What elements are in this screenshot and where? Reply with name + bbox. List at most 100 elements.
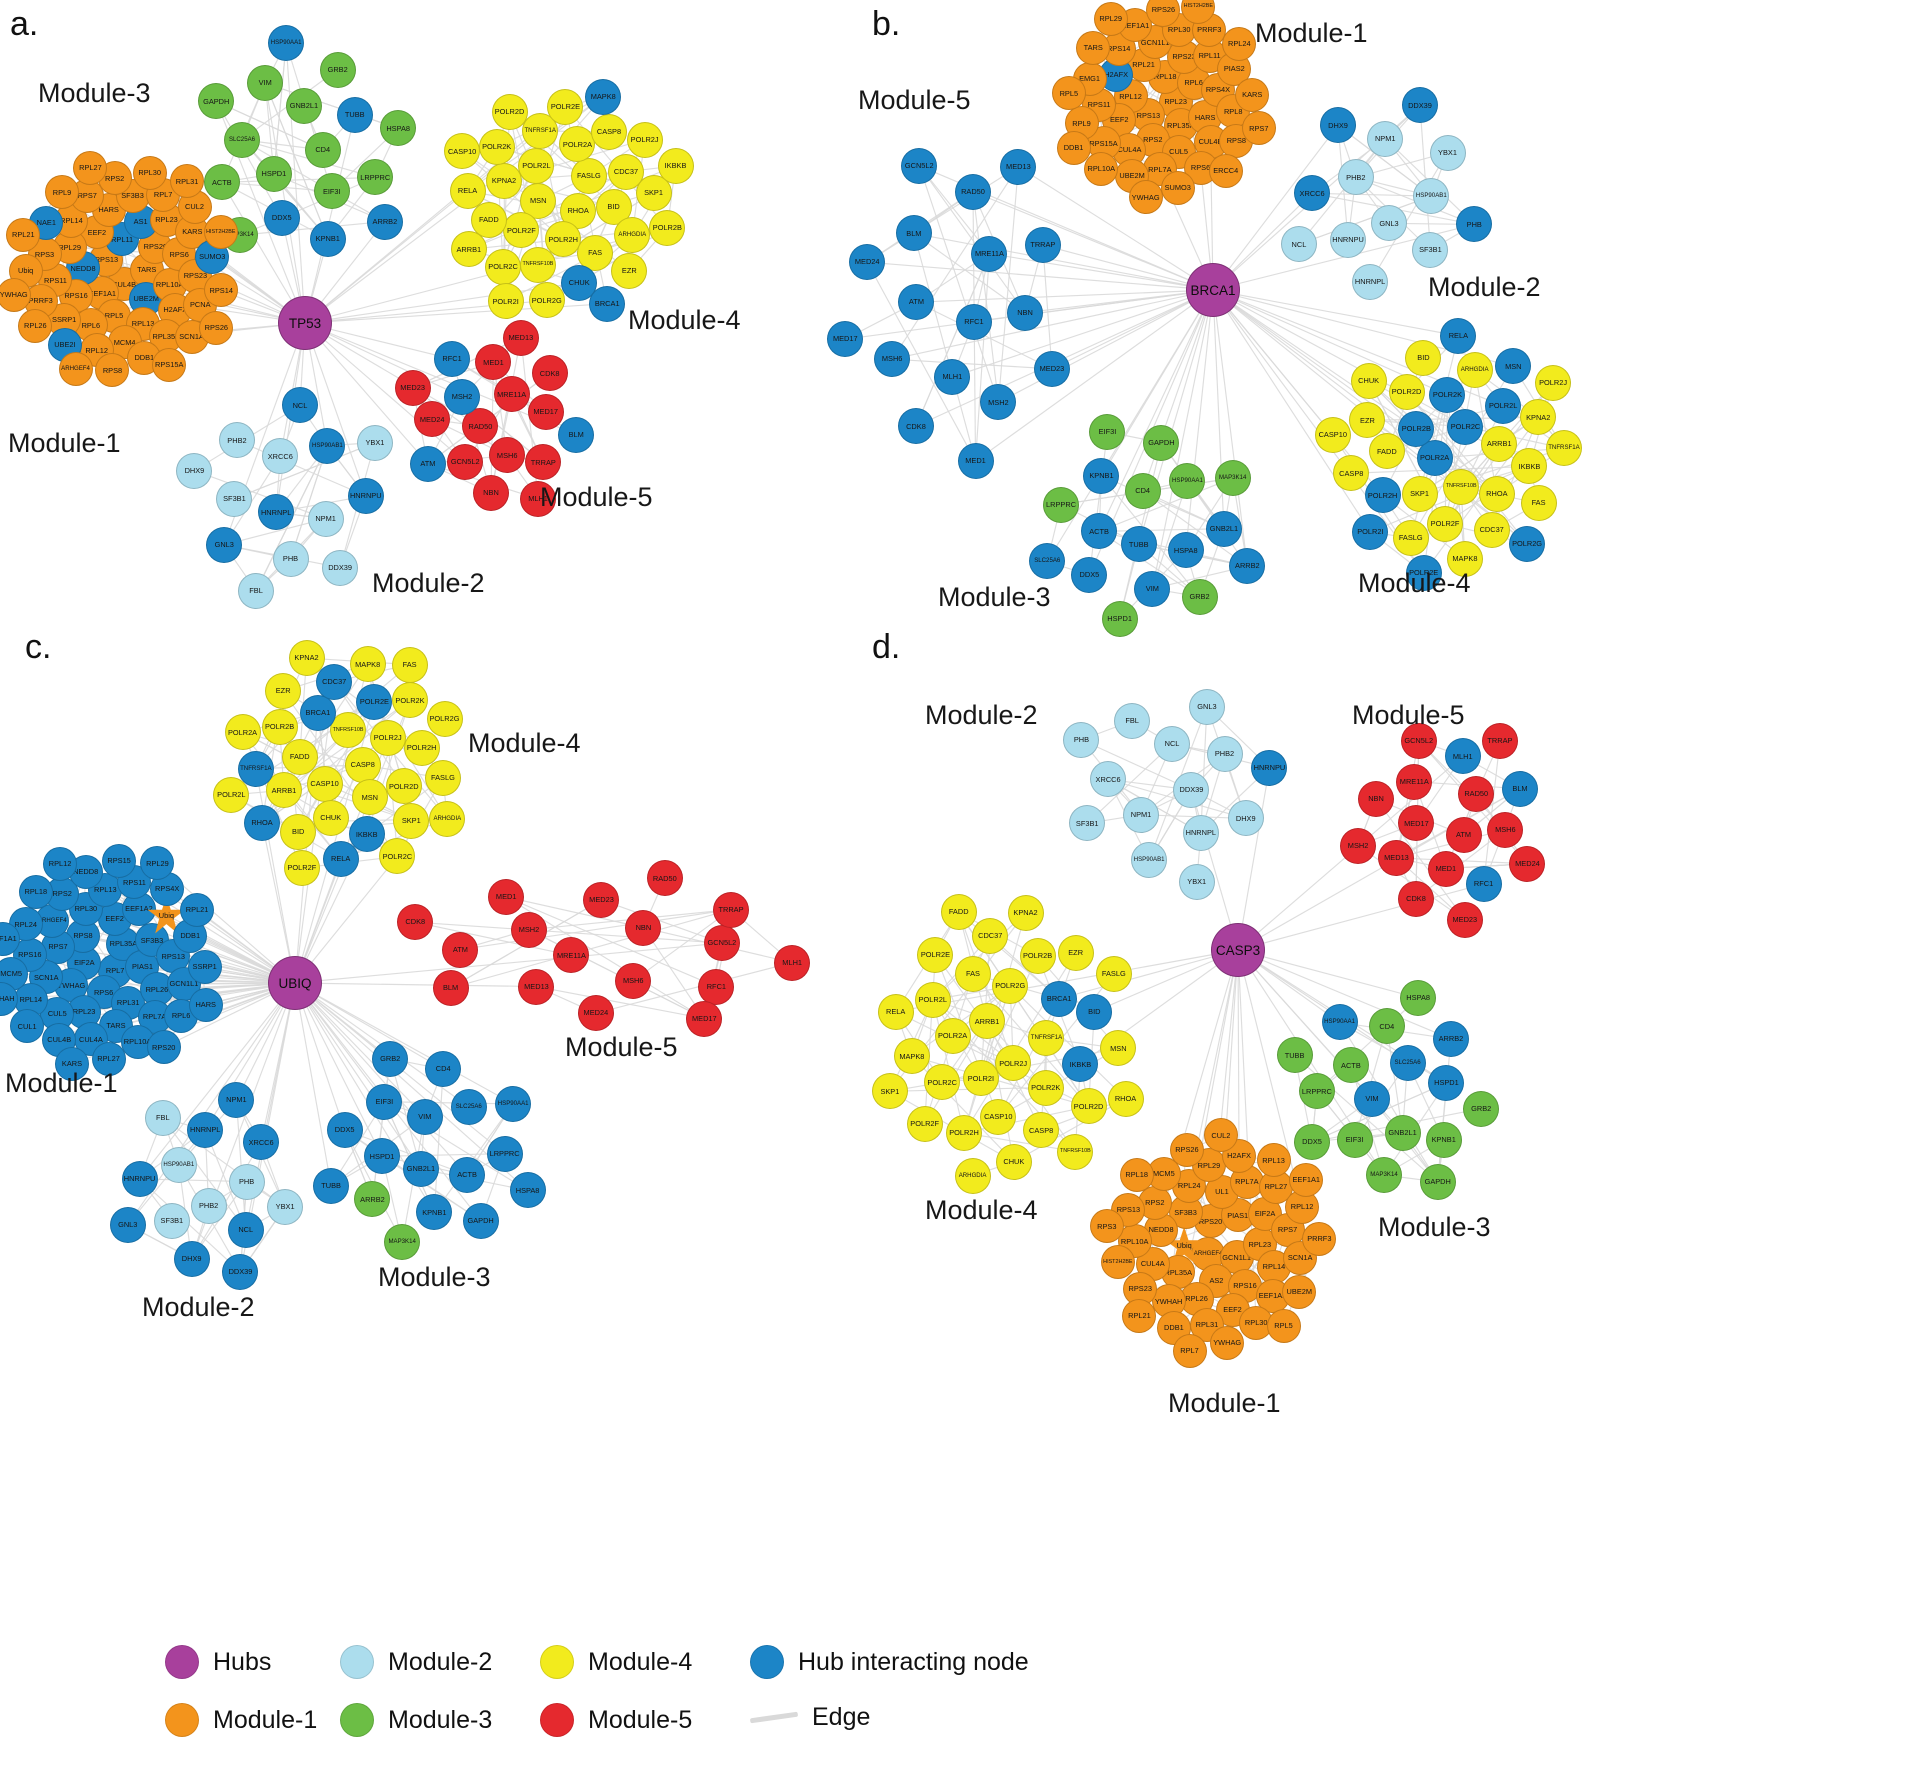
gene-node[interactable]: MED13 [518, 968, 555, 1005]
gene-node[interactable]: MRE11A [493, 376, 530, 413]
gene-node[interactable]: CDC37 [1473, 512, 1510, 549]
gene-node[interactable]: DHX9 [1320, 107, 1357, 144]
gene-node[interactable]: MED13 [502, 319, 539, 356]
gene-node[interactable]: SLC25A6 [1389, 1044, 1426, 1081]
gene-node[interactable]: HSPA8 [1167, 532, 1204, 569]
gene-node[interactable]: POLR2K [392, 682, 429, 719]
gene-node[interactable]: DHX9 [173, 1240, 210, 1277]
gene-node[interactable]: FAS [577, 234, 614, 271]
gene-node[interactable]: MED13 [1378, 839, 1415, 876]
gene-node[interactable]: SLC25A6 [1029, 543, 1066, 580]
gene-node[interactable]: MAP3K14 [1214, 460, 1251, 497]
gene-node[interactable]: EIF3I [1089, 413, 1126, 450]
gene-node[interactable]: GRB2 [1181, 578, 1218, 615]
gene-node[interactable]: RHOA [1107, 1080, 1144, 1117]
gene-node[interactable]: CASP8 [1023, 1112, 1060, 1149]
gene-node[interactable]: RPL27 [73, 151, 108, 186]
gene-node[interactable]: POLR2C [379, 838, 416, 875]
gene-node[interactable]: MAPK8 [349, 646, 386, 683]
gene-node[interactable]: DDX5 [1071, 557, 1108, 594]
gene-node[interactable]: RELA [877, 993, 914, 1030]
gene-node[interactable]: NPM1 [1123, 796, 1160, 833]
gene-node[interactable]: ARRB1 [450, 231, 487, 268]
gene-node[interactable]: POLR2J [626, 121, 663, 158]
gene-node[interactable]: EIF3I [366, 1083, 403, 1120]
gene-node[interactable]: POLR2F [906, 1105, 943, 1142]
gene-node[interactable]: ARHGEF4 [58, 351, 93, 386]
gene-node[interactable]: DDX39 [222, 1254, 259, 1291]
gene-node[interactable]: SKP1 [1401, 475, 1438, 512]
gene-node[interactable]: PRRF3 [1302, 1221, 1337, 1256]
gene-node[interactable]: RFC1 [698, 968, 735, 1005]
gene-node[interactable]: MLH1 [1444, 738, 1481, 775]
gene-node[interactable]: TNFRSF10B [1443, 469, 1480, 506]
gene-node[interactable]: SLC25A6 [224, 121, 260, 158]
gene-node[interactable]: IKBKB [657, 147, 694, 184]
gene-node[interactable]: ACTB [1332, 1047, 1369, 1084]
hub-node-casp3[interactable]: CASP3 [1211, 923, 1265, 977]
gene-node[interactable]: ERCC4 [1208, 154, 1243, 189]
gene-node[interactable]: RFC1 [1465, 866, 1502, 903]
gene-node[interactable]: POLR2B [649, 210, 686, 247]
gene-node[interactable]: POLR2B [261, 709, 298, 746]
gene-node[interactable]: MAPK8 [585, 78, 622, 115]
gene-node[interactable]: HNRNPL [187, 1111, 224, 1148]
gene-node[interactable]: MED13 [1000, 148, 1037, 185]
gene-node[interactable]: DDX5 [326, 1111, 363, 1148]
gene-node[interactable]: RELA [322, 841, 359, 878]
gene-node[interactable]: YBX1 [356, 424, 393, 461]
gene-node[interactable]: MRE11A [1396, 763, 1433, 800]
gene-node[interactable]: FADD [940, 894, 977, 931]
gene-node[interactable]: MSH2 [980, 384, 1017, 421]
gene-node[interactable]: NPM1 [1367, 120, 1404, 157]
gene-node[interactable]: DDX39 [1173, 772, 1210, 808]
gene-node[interactable]: MRE11A [553, 937, 590, 974]
gene-node[interactable]: BLM [895, 215, 932, 252]
gene-node[interactable]: MED23 [1033, 350, 1070, 387]
gene-node[interactable]: ACTB [203, 164, 240, 201]
gene-node[interactable]: CDC37 [972, 918, 1009, 955]
gene-node[interactable]: POLR2C [924, 1064, 961, 1101]
gene-node[interactable]: CDK8 [397, 904, 434, 941]
gene-node[interactable]: HNRNPU [121, 1160, 158, 1197]
gene-node[interactable]: RAD50 [1458, 775, 1495, 812]
gene-node[interactable]: RPL10A [1084, 151, 1119, 186]
gene-node[interactable]: POLR2I [1352, 513, 1389, 550]
gene-node[interactable]: MED23 [1446, 901, 1483, 938]
gene-node[interactable]: MED23 [394, 369, 431, 406]
gene-node[interactable]: RPS7 [1241, 111, 1276, 146]
gene-node[interactable]: YBX1 [1429, 134, 1466, 171]
gene-node[interactable]: GRB2 [319, 51, 356, 88]
gene-node[interactable]: HSPA8 [380, 110, 417, 147]
gene-node[interactable]: SUMO3 [1160, 170, 1195, 205]
gene-node[interactable]: RPL24 [1222, 27, 1257, 62]
gene-node[interactable]: POLR2E [356, 684, 393, 721]
gene-node[interactable]: GNL3 [109, 1206, 146, 1243]
gene-node[interactable]: POLR2F [283, 849, 320, 886]
gene-node[interactable]: FBL [1114, 702, 1151, 739]
gene-node[interactable]: CHUK [995, 1143, 1032, 1180]
gene-node[interactable]: MCM5 [1146, 1157, 1181, 1192]
gene-node[interactable]: MAP3K14 [384, 1224, 421, 1261]
gene-node[interactable]: FBL [144, 1100, 181, 1137]
gene-node[interactable]: CD4 [1368, 1008, 1405, 1045]
gene-node[interactable]: YWHAG [1210, 1326, 1245, 1361]
gene-node[interactable]: GAPDH [198, 83, 235, 120]
gene-node[interactable]: POLR2D [385, 768, 422, 805]
gene-node[interactable]: FASLG [1095, 955, 1132, 992]
gene-node[interactable]: MED1 [1427, 850, 1464, 887]
gene-node[interactable]: NCL [1280, 226, 1317, 263]
gene-node[interactable]: PHB [272, 540, 309, 577]
gene-node[interactable]: MLH1 [774, 944, 811, 981]
gene-node[interactable]: VIM [247, 65, 284, 102]
gene-node[interactable]: LRPPRC [1043, 486, 1080, 523]
gene-node[interactable]: RPL29 [1093, 1, 1128, 36]
gene-node[interactable]: POLR2B [1398, 410, 1435, 447]
gene-node[interactable]: MED23 [583, 881, 620, 918]
gene-node[interactable]: ARRB2 [1432, 1020, 1469, 1057]
gene-node[interactable]: FAS [391, 646, 428, 683]
gene-node[interactable]: CD4 [1124, 472, 1161, 509]
gene-node[interactable]: ACTB [1081, 513, 1118, 550]
gene-node[interactable]: GCN5L2 [703, 925, 740, 962]
gene-node[interactable]: POLR2E [547, 88, 584, 125]
